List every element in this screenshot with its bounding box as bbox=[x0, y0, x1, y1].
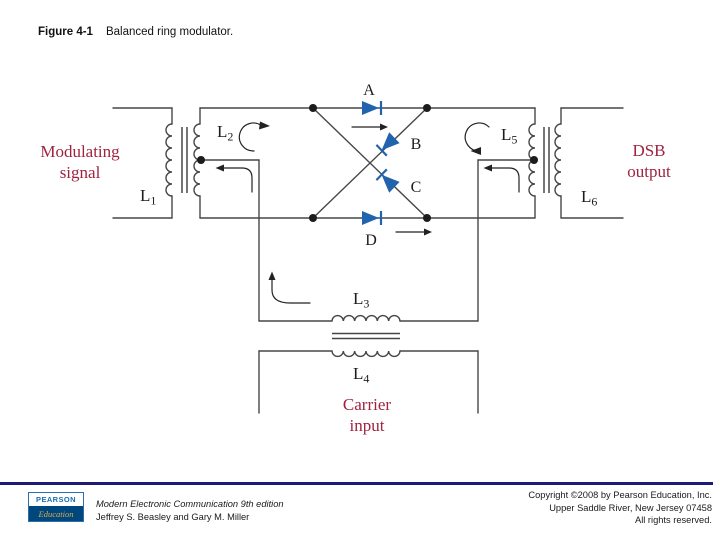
book-authors: Jeffrey S. Beasley and Gary M. Miller bbox=[96, 512, 250, 522]
modulating-signal-label-line1: Modulating bbox=[40, 142, 120, 161]
footer-copyright: Copyright ©2008 by Pearson Education, In… bbox=[528, 489, 712, 527]
circuit-diagram: Modulating signal DSB output Carrier inp… bbox=[40, 82, 671, 435]
pearson-logo-education: Education bbox=[29, 506, 83, 521]
l5-winding-rotation-arrow bbox=[464, 122, 490, 155]
inductor-l6-coil bbox=[554, 123, 562, 197]
center-tap-wires bbox=[200, 159, 535, 322]
carrier-input-wires bbox=[258, 320, 479, 414]
label-l6: L6 bbox=[581, 187, 597, 209]
modulating-signal-label-line2: signal bbox=[60, 163, 101, 182]
inductor-l1-coil bbox=[165, 123, 173, 197]
label-l3: L3 bbox=[353, 289, 369, 311]
label-l5: L5 bbox=[501, 125, 517, 147]
copyright-line1: Copyright ©2008 by Pearson Education, In… bbox=[528, 490, 712, 500]
right-transformer-core bbox=[543, 127, 550, 193]
pearson-logo-wordmark: PEARSON bbox=[36, 495, 76, 504]
current-arrow-bottom bbox=[395, 228, 432, 236]
footer-divider bbox=[0, 482, 713, 485]
left-tap-current-arrow bbox=[215, 164, 253, 193]
dsb-output-label-line2: output bbox=[627, 162, 671, 181]
inductor-l4-coil bbox=[331, 350, 401, 358]
diode-a bbox=[362, 101, 383, 115]
label-l2: L2 bbox=[217, 122, 233, 144]
carrier-transformer-core bbox=[332, 332, 400, 340]
label-diode-c: C bbox=[411, 179, 422, 196]
figure-title: Figure 4-1 Balanced ring modulator. bbox=[38, 26, 233, 38]
dsb-output-wires bbox=[534, 107, 624, 219]
left-transformer-core bbox=[181, 127, 188, 193]
diode-c bbox=[375, 168, 400, 193]
carrier-input-label-line2: input bbox=[350, 416, 385, 435]
diode-d bbox=[362, 211, 383, 225]
current-arrow-top bbox=[351, 123, 388, 131]
pearson-logo: PEARSON Education bbox=[28, 492, 84, 522]
junction-dots bbox=[197, 104, 538, 222]
inductor-l3-coil bbox=[331, 314, 401, 322]
label-diode-d: D bbox=[365, 232, 377, 249]
copyright-line3: All rights reserved. bbox=[635, 515, 712, 526]
diode-b bbox=[375, 132, 400, 157]
dsb-output-label-line1: DSB bbox=[632, 141, 665, 160]
l2-winding-rotation-arrow bbox=[238, 121, 270, 152]
footer-book-info: Modern Electronic Communication 9th edit… bbox=[96, 498, 284, 524]
modulating-input-wires bbox=[112, 107, 201, 219]
carrier-up-arrow bbox=[268, 271, 311, 304]
figure-caption: Balanced ring modulator. bbox=[105, 26, 234, 38]
figure-number: Figure 4-1 bbox=[38, 26, 93, 38]
label-l1: L1 bbox=[140, 186, 156, 208]
copyright-line2: Upper Saddle River, New Jersey 07458 bbox=[549, 502, 712, 513]
label-diode-a: A bbox=[363, 82, 375, 99]
right-tap-current-arrow bbox=[483, 164, 520, 193]
label-l4: L4 bbox=[353, 364, 369, 386]
label-diode-b: B bbox=[411, 136, 422, 153]
book-title: Modern Electronic Communication 9th edit… bbox=[96, 499, 284, 509]
carrier-input-label-line1: Carrier bbox=[343, 395, 391, 414]
